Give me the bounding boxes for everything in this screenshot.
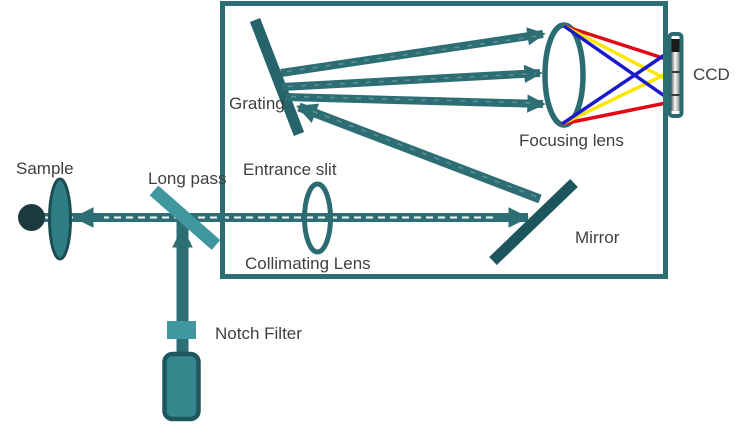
collimating-lens-label: Collimating Lens bbox=[245, 254, 371, 273]
red-ray-top bbox=[563, 24, 667, 61]
yellow-ray-bottom bbox=[561, 72, 667, 126]
sample-label: Sample bbox=[16, 159, 74, 178]
collimating-lens bbox=[302, 181, 333, 255]
diffracted-beam-2-dashes bbox=[287, 72, 537, 88]
diffracted-beam-3 bbox=[284, 93, 546, 113]
sample-objective-lens bbox=[48, 177, 72, 261]
beam-mirror-to-grating bbox=[296, 102, 542, 204]
red-ray-bottom bbox=[561, 101, 667, 126]
laser-source bbox=[162, 351, 201, 422]
notch-filter bbox=[167, 321, 196, 339]
ccd-sensor-bar bbox=[671, 39, 680, 111]
ccd-segment-divider-1 bbox=[671, 71, 680, 73]
diffracted-beam-3-dashes bbox=[290, 95, 539, 104]
notch-filter-label: Notch Filter bbox=[215, 324, 302, 343]
beam-mirror-dashes bbox=[306, 108, 537, 198]
long-pass-filter bbox=[149, 185, 221, 250]
spectrometer-enclosure bbox=[220, 1, 668, 279]
mirror-label: Mirror bbox=[575, 228, 620, 247]
mirror bbox=[489, 179, 578, 265]
focusing-lens bbox=[542, 22, 586, 128]
diffracted-beam-1 bbox=[280, 27, 546, 77]
grating-label: Grating bbox=[229, 94, 285, 113]
ccd-segment-divider-2 bbox=[671, 94, 680, 96]
blue-ray-top bbox=[563, 24, 667, 99]
blue-ray-bottom bbox=[561, 52, 667, 126]
diffracted-beam-1-dashes bbox=[286, 35, 539, 73]
long-pass-label: Long pass bbox=[148, 169, 227, 188]
sample-spot bbox=[18, 204, 45, 231]
diffracted-beam-2 bbox=[281, 64, 543, 91]
yellow-ray-top bbox=[563, 24, 667, 81]
entrance-slit-label: Entrance slit bbox=[243, 160, 337, 179]
ccd-dark-segment bbox=[671, 39, 680, 52]
focusing-lens-label: Focusing lens bbox=[519, 131, 624, 150]
ccd-label: CCD bbox=[693, 65, 730, 84]
diffraction-grating bbox=[249, 18, 305, 136]
